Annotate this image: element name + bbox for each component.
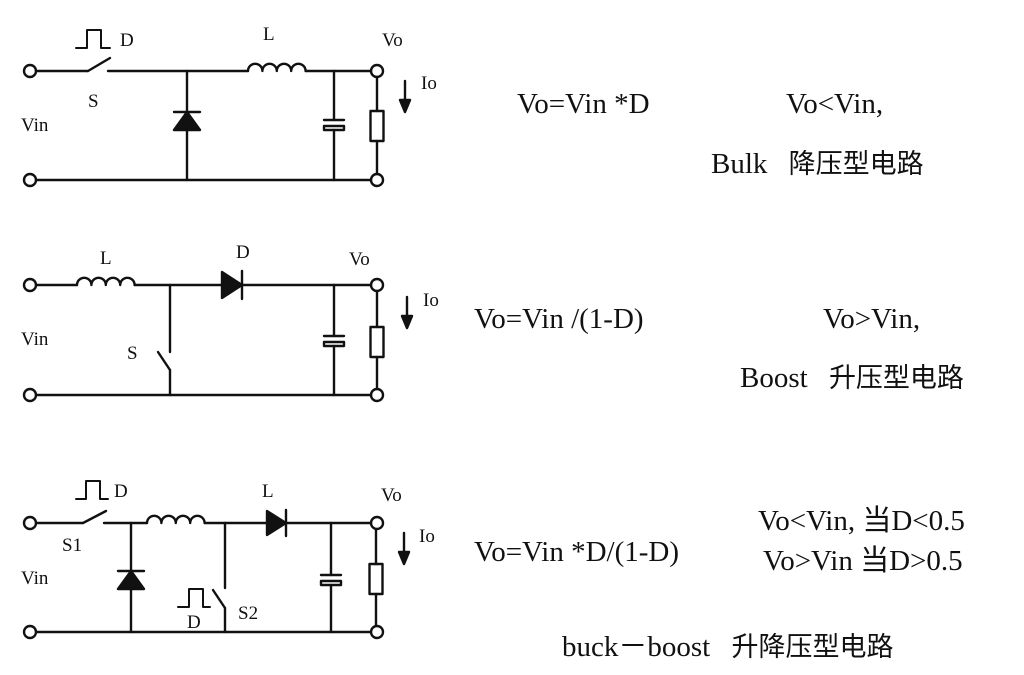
buck-name-en: Bulk (711, 148, 768, 180)
bb-switch-s1-label: S1 (62, 535, 82, 556)
boost-switch-s-label: S (127, 343, 138, 364)
buck-vin-label: Vin (21, 115, 49, 136)
buck-vo-top-terminal (369, 63, 385, 79)
bb-series-diode-l (265, 508, 288, 538)
bb-pulse-d-label-2: D (187, 612, 201, 633)
boost-name-cn: 升压型电路 (828, 363, 964, 394)
buck-io-label: Io (421, 73, 437, 94)
bb-pulse-d-label-1: D (114, 481, 128, 502)
buck-switch-s-label: S (88, 91, 99, 112)
bb-formula: Vo=Vin *D/(1-D) (474, 536, 679, 568)
bb-vo-top-terminal (369, 515, 385, 531)
boost-vin-top-terminal (22, 277, 38, 293)
bb-switch-s1 (81, 509, 108, 525)
buck-switch-s (86, 56, 112, 73)
boost-vin-bottom-terminal (22, 387, 38, 403)
bb-vo-bottom-terminal (369, 624, 385, 640)
buck-pulse-icon (75, 29, 111, 49)
bb-name-en: buck－boost (562, 631, 711, 663)
boost-inductor-l (75, 276, 136, 287)
bb-switch-s2 (211, 521, 227, 634)
boost-diode-d-label: D (236, 242, 250, 263)
boost-io-arrow-icon (400, 295, 414, 330)
buck-condition: Vo<Vin, (786, 88, 884, 120)
buck-name: Bulk 降压型电路 (711, 150, 924, 179)
bb-io-arrow-icon (397, 531, 411, 566)
bb-condition-1: Vo<Vin, 当D<0.5 (758, 505, 965, 537)
buck-diode (172, 69, 202, 182)
boost-io-label: Io (423, 290, 439, 311)
bb-vin-label: Vin (21, 568, 49, 589)
boost-vo-top-terminal (369, 277, 385, 293)
boost-condition: Vo>Vin, (823, 303, 921, 335)
buck-circuit (22, 29, 412, 188)
bb-capacitor (319, 521, 343, 634)
boost-vo-label: Vo (349, 249, 370, 270)
boost-switch-s (156, 283, 172, 397)
buck-inductor-l (246, 62, 307, 73)
boost-diode-d (220, 269, 244, 301)
buck-pulse-d-label: D (120, 30, 134, 51)
boost-load-resistor (369, 289, 385, 391)
buck-capacitor (322, 69, 346, 182)
bb-inductor (145, 514, 206, 525)
bb-io-label: Io (419, 526, 435, 547)
boost-vo-bottom-terminal (369, 387, 385, 403)
buck-vin-top-terminal (22, 63, 38, 79)
boost-formula: Vo=Vin /(1-D) (474, 303, 644, 335)
buck-vin-bottom-terminal (22, 172, 38, 188)
bb-pulse-icon-1 (75, 480, 109, 500)
buck-io-arrow-icon (398, 79, 412, 114)
boost-circuit (22, 269, 414, 403)
boost-name-en: Boost (740, 362, 808, 394)
buck-vo-label: Vo (382, 30, 403, 51)
bb-vin-top-terminal (22, 515, 38, 531)
bb-vo-label: Vo (381, 485, 402, 506)
boost-capacitor (322, 283, 346, 397)
buck-load-resistor (369, 75, 385, 176)
bb-condition-2: Vo>Vin 当D>0.5 (763, 545, 963, 577)
buck-formula: Vo=Vin *D (517, 88, 650, 120)
bb-vin-bottom-terminal (22, 624, 38, 640)
bb-load-resistor (368, 527, 384, 628)
buck-name-cn: 降压型电路 (788, 149, 924, 180)
bb-freewheel-diode (116, 521, 146, 634)
bb-name-cn: 升降压型电路 (731, 632, 894, 663)
boost-vin-label: Vin (21, 329, 49, 350)
bb-inductor-l-label: L (262, 481, 274, 502)
buck-boost-circuit (22, 480, 411, 640)
boost-name: Boost 升压型电路 (740, 364, 964, 393)
boost-inductor-l-label: L (100, 248, 112, 269)
bb-name: buck－boost 升降压型电路 (562, 633, 893, 662)
buck-vo-bottom-terminal (369, 172, 385, 188)
buck-inductor-l-label: L (263, 24, 275, 45)
bb-pulse-icon-2 (177, 588, 211, 608)
bb-switch-s2-label: S2 (238, 603, 258, 624)
